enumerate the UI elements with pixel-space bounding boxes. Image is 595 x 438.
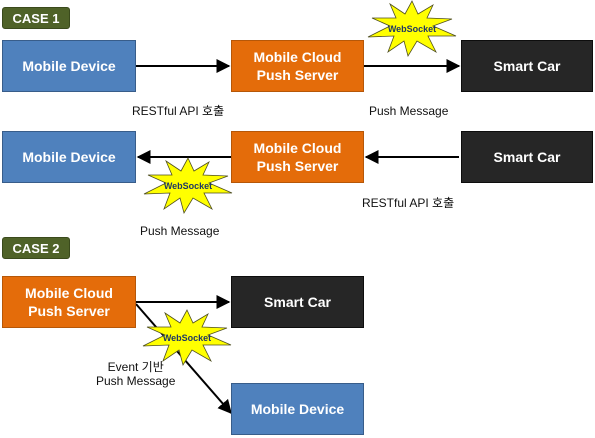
smart-car-node-1b[interactable]: Smart Car bbox=[461, 131, 593, 183]
smart-car-node-1a[interactable]: Smart Car bbox=[461, 40, 593, 92]
smart-car-node-2[interactable]: Smart Car bbox=[231, 276, 364, 328]
edge-label-restful-1b: RESTful API 호출 bbox=[362, 196, 455, 210]
push-server-label: Mobile Cloud Push Server bbox=[253, 49, 342, 83]
websocket-burst-case2: WebSocket bbox=[142, 309, 232, 367]
smart-car-label: Smart Car bbox=[264, 294, 331, 310]
websocket-burst-case1a: WebSocket bbox=[367, 0, 457, 58]
push-server-node-2[interactable]: Mobile Cloud Push Server bbox=[2, 276, 136, 328]
svg-text:WebSocket: WebSocket bbox=[163, 333, 211, 343]
mobile-device-label: Mobile Device bbox=[22, 58, 116, 74]
mobile-device-label: Mobile Device bbox=[250, 401, 345, 417]
push-server-label: Mobile Cloud Push Server bbox=[253, 140, 342, 174]
websocket-burst-case1b: WebSocket bbox=[143, 157, 233, 215]
smart-car-label: Smart Car bbox=[493, 58, 561, 74]
svg-text:WebSocket: WebSocket bbox=[388, 24, 436, 34]
case-1-tag: CASE 1 bbox=[2, 7, 70, 29]
push-server-label: Mobile Cloud Push Server bbox=[25, 285, 113, 319]
mobile-device-node-2[interactable]: Mobile Device bbox=[231, 383, 364, 435]
mobile-device-node-1a[interactable]: Mobile Device bbox=[2, 40, 136, 92]
push-server-node-1b[interactable]: Mobile Cloud Push Server bbox=[231, 131, 364, 183]
edge-label-push-1a: Push Message bbox=[369, 104, 449, 118]
edge-label-push-1b: Push Message bbox=[140, 224, 220, 238]
mobile-device-label: Mobile Device bbox=[22, 149, 116, 165]
mobile-device-node-1b[interactable]: Mobile Device bbox=[2, 131, 136, 183]
svg-text:WebSocket: WebSocket bbox=[164, 181, 212, 191]
edge-label-event-push-2: Event 기반 Push Message bbox=[96, 360, 176, 388]
smart-car-label: Smart Car bbox=[493, 149, 561, 165]
case-2-tag: CASE 2 bbox=[2, 237, 70, 259]
edge-label-restful-1a: RESTful API 호출 bbox=[132, 104, 225, 118]
push-server-node-1a[interactable]: Mobile Cloud Push Server bbox=[231, 40, 364, 92]
